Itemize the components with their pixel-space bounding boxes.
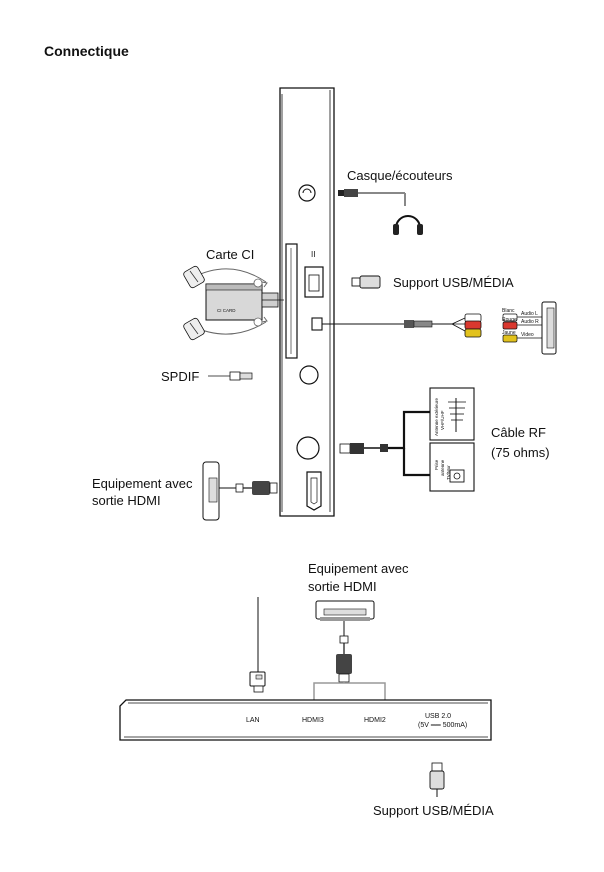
- hdmi-device-label-2: sortie HDMI: [92, 493, 161, 508]
- wall-socket-box: [429, 442, 475, 492]
- av-audio-l-label: Audio L: [521, 311, 538, 317]
- ci-slot: [285, 243, 298, 359]
- rf-cable-label-2: (75 ohms): [491, 445, 550, 460]
- headphones-label: Casque/écouteurs: [347, 168, 453, 183]
- hdmi-device-icon-side: [202, 461, 220, 521]
- rca-red-plug: [464, 320, 482, 330]
- spdif-plug-icon: [229, 371, 253, 381]
- port-label-usb-1: USB 2.0: [425, 713, 451, 720]
- section-title: Connectique: [44, 43, 129, 59]
- wall-socket-label-2: antenne: [440, 459, 445, 476]
- hdmi-connector-bracket: [313, 682, 386, 700]
- ci-card-logo: CI CARD: [217, 308, 236, 313]
- tv-bottom-panel: [119, 699, 492, 741]
- ci-module-top-icon: [183, 265, 205, 289]
- lan-cable-icon: [249, 597, 266, 693]
- hdmi-device-label-1: Equipement avec: [92, 476, 193, 491]
- usb-media-label-side: Support USB/MÉDIA: [393, 275, 514, 290]
- rf-splitter-lines: [388, 410, 432, 477]
- hdmi-device-label-bottom-1: Equipement avec: [308, 561, 409, 576]
- ci-module-bottom-icon: [183, 317, 205, 341]
- usb-media-label-bottom: Support USB/MÉDIA: [373, 803, 494, 818]
- headphone-plug-icon: [338, 189, 406, 206]
- hdmi-port-side: [306, 471, 322, 511]
- port-label-lan: LAN: [246, 717, 260, 724]
- rf-cable-label-1: Câble RF: [491, 425, 546, 440]
- port-label-usb-2: (5V ══ 500mA): [418, 722, 467, 729]
- ci-card-label: Carte CI: [206, 247, 254, 262]
- hdmi-cable-icon-bottom: [336, 621, 352, 683]
- rca-plugs-icon: [464, 313, 545, 343]
- av-video-label: Video: [521, 332, 534, 338]
- usb-plug-icon-bottom: [429, 762, 445, 797]
- headphone-port: [298, 184, 316, 202]
- av-jack-plug-icon: [404, 317, 466, 332]
- av-device-icon: [541, 301, 557, 355]
- av-audio-r-label: Audio R: [521, 319, 539, 325]
- av-white-label: Blanc: [502, 308, 515, 314]
- outdoor-antenna-label-2: VHF/UHF: [440, 410, 445, 430]
- ci-card-icon: [191, 268, 284, 335]
- ci-slot-marker: II: [311, 250, 315, 259]
- antenna-box: [429, 387, 475, 441]
- port-label-hdmi2: HDMI2: [364, 717, 386, 724]
- spdif-port: [299, 365, 319, 385]
- av-yellow-label: Jaune: [502, 330, 516, 336]
- rf-plug-icon: [339, 443, 388, 454]
- outdoor-antenna-label-1: Antenne extérieure: [434, 397, 439, 436]
- wall-socket-label-1: Prise: [434, 459, 439, 470]
- hdmi-cable-icon-side: [219, 481, 278, 495]
- usb-port-side: [304, 266, 324, 298]
- hdmi-device-label-bottom-2: sortie HDMI: [308, 579, 377, 594]
- rca-yellow-plug: [464, 328, 482, 338]
- spdif-label: SPDIF: [161, 369, 199, 384]
- usb-plug-icon-side: [351, 275, 381, 289]
- av-red-label: Rouge: [502, 317, 517, 323]
- tv-side-panel: [279, 87, 335, 517]
- wall-socket-label-3: TV/Mur: [446, 465, 451, 480]
- headphones-icon: [393, 215, 423, 235]
- av-port: [311, 317, 323, 331]
- rf-port: [296, 436, 320, 460]
- hdmi-device-icon-bottom: [315, 600, 375, 621]
- port-label-hdmi3: HDMI3: [302, 717, 324, 724]
